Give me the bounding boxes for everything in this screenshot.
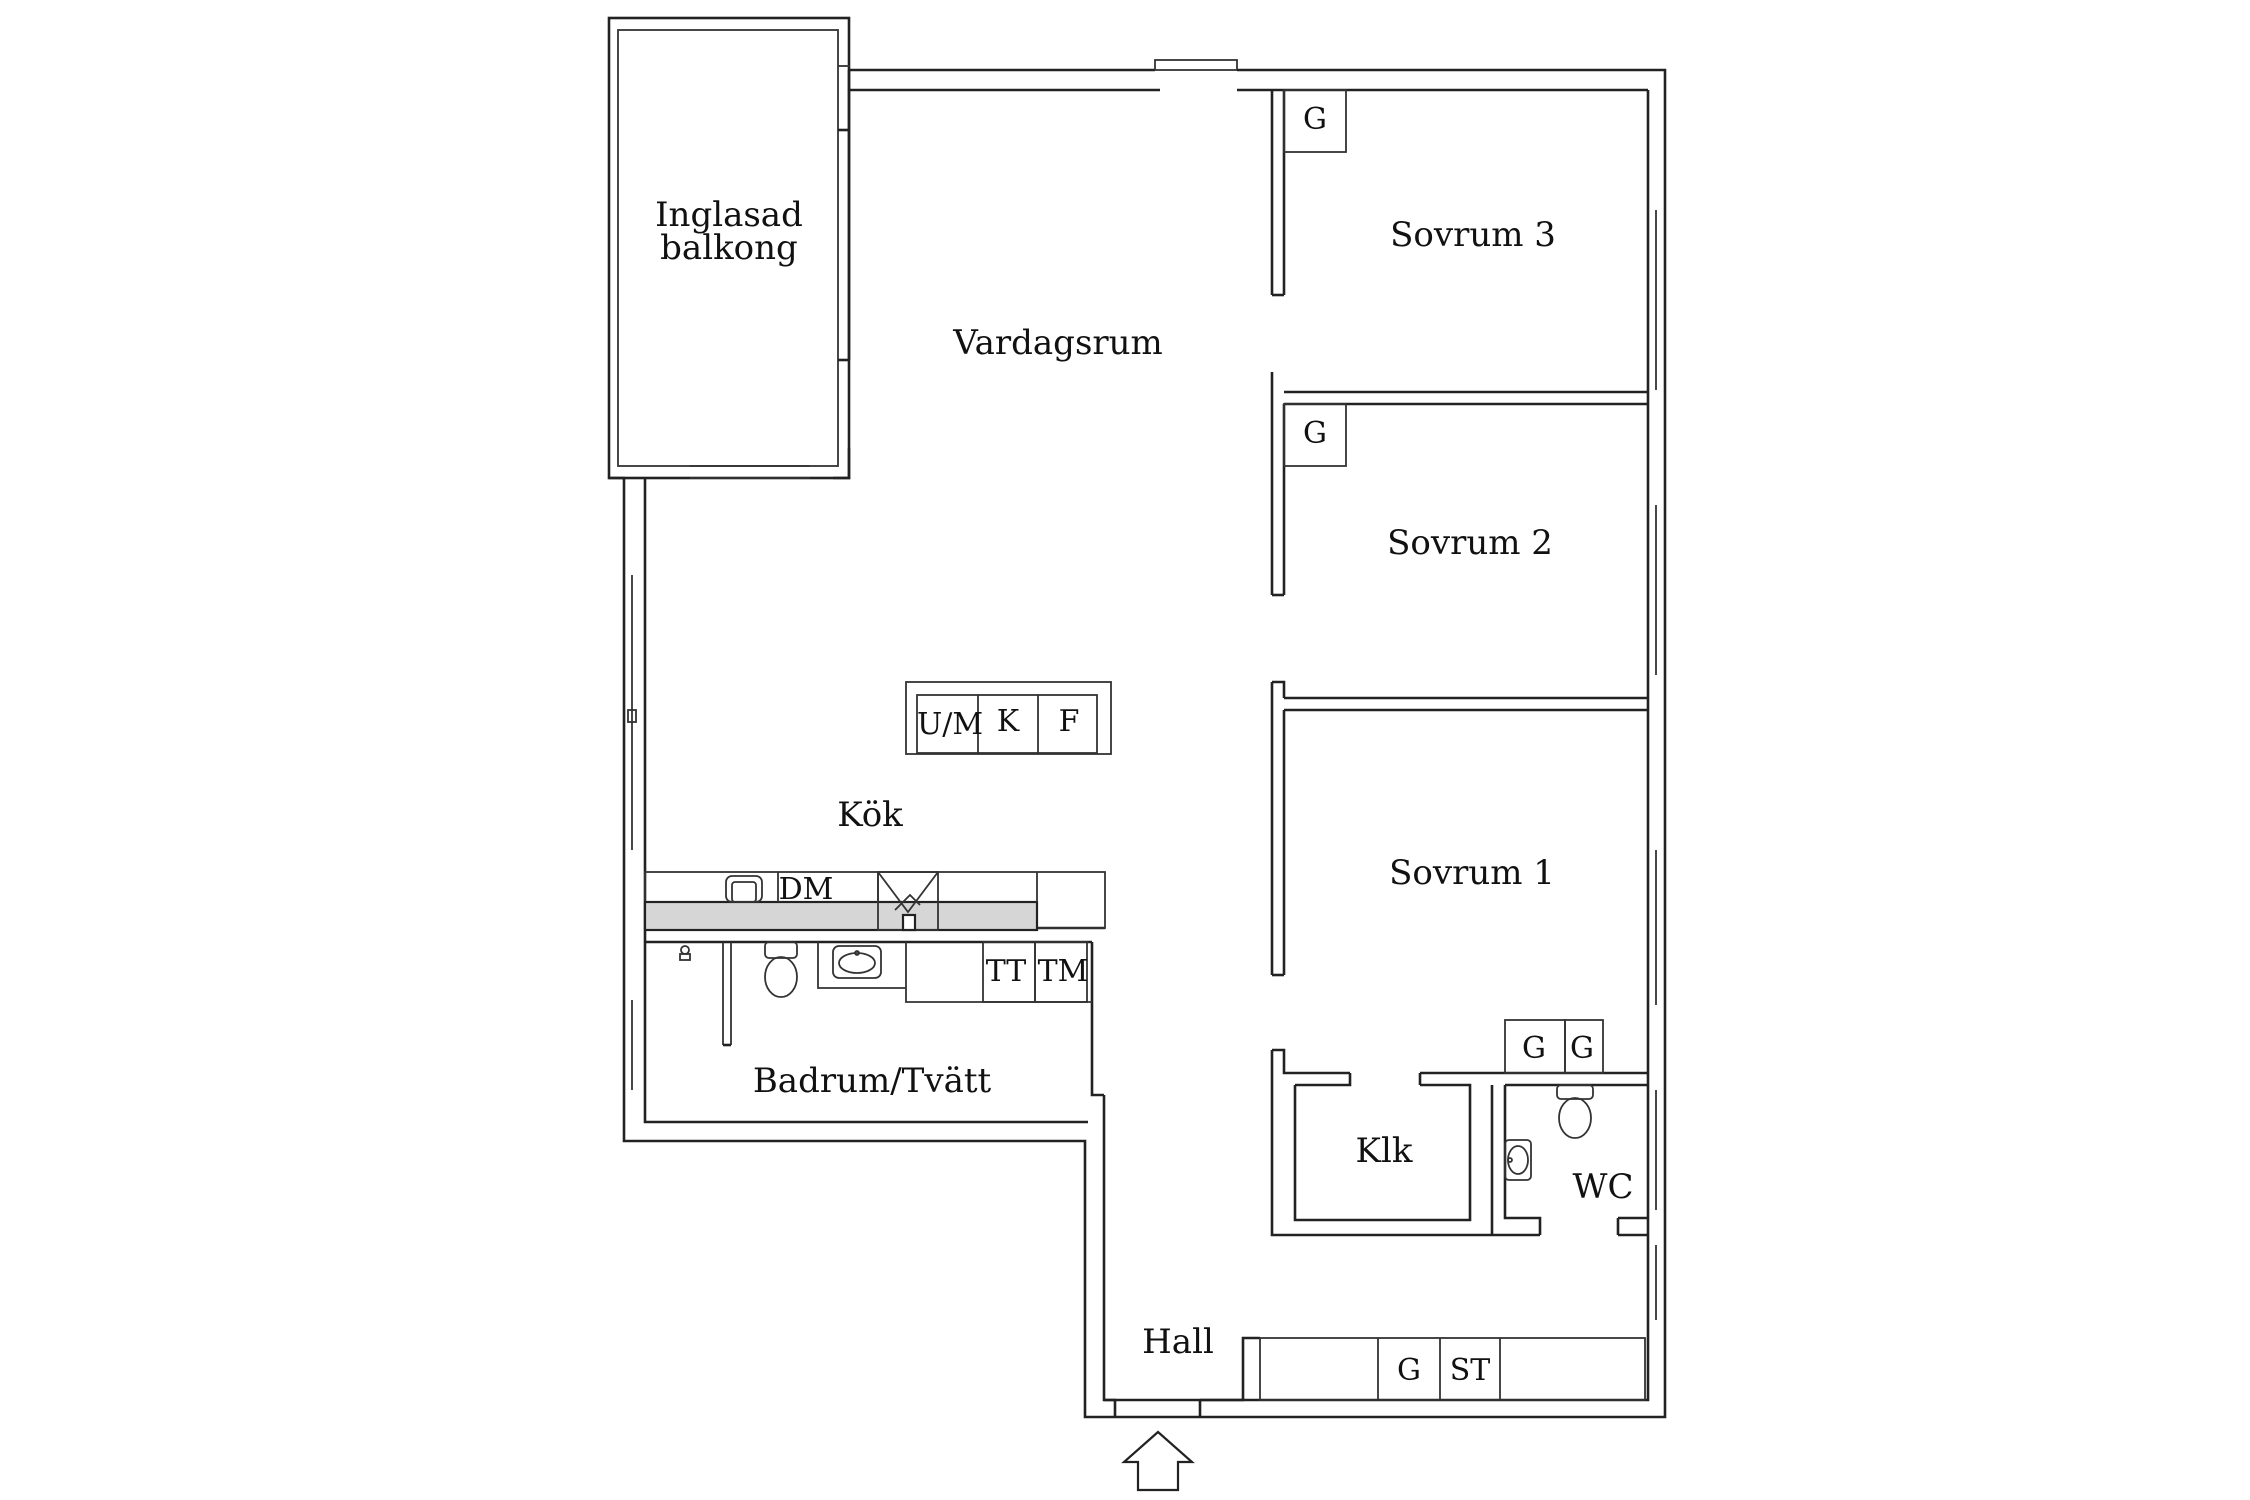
wardrobe-label-hall-2: G (1570, 1031, 1594, 1066)
wardrobe-label-hall-1: G (1522, 1031, 1546, 1066)
kitchen-label: Kök (837, 795, 903, 835)
interior-walls (645, 89, 1648, 1417)
wardrobe-label-bedroom2: G (1303, 416, 1327, 451)
entrance-arrow-icon (1121, 1430, 1195, 1492)
dishwasher-label: DM (779, 872, 834, 907)
kitchen-counter (643, 871, 1106, 932)
wardrobe-label-bedroom3: G (1303, 102, 1327, 137)
washing-machine-label: TM (1038, 954, 1089, 989)
bedroom-3-label: Sovrum 3 (1390, 215, 1556, 255)
storage-label: ST (1450, 1353, 1491, 1388)
freezer-label: F (1059, 704, 1080, 739)
closet-label: Klk (1356, 1131, 1413, 1171)
wc-label: WC (1573, 1167, 1634, 1207)
toilet-icon (1556, 1084, 1594, 1139)
balcony-label: Inglasad (655, 195, 803, 235)
bathroom-fixtures (679, 941, 1088, 1003)
hall-label: Hall (1142, 1322, 1214, 1362)
sink-icon (1504, 1139, 1532, 1181)
outer-walls (609, 59, 1667, 1419)
toilet-icon (764, 941, 798, 998)
wc-fixtures (1504, 1084, 1594, 1181)
stove-icon (877, 871, 939, 932)
fixture-labels: G G U/M K F DM TT TM G G G ST (779, 102, 1594, 1388)
fridge-label: K (997, 704, 1020, 739)
room-labels: Inglasad balkong Vardagsrum Kök Badrum/T… (655, 195, 1633, 1362)
bathroom-label: Badrum/Tvätt (753, 1061, 992, 1101)
sink-icon (725, 875, 763, 903)
sink-icon (832, 945, 882, 979)
balcony-label-line2: balkong (660, 228, 798, 268)
kitchen-island (905, 681, 1112, 755)
wardrobe-label-entry: G (1397, 1353, 1421, 1388)
microwave-oven-label: U/M (917, 707, 983, 742)
bedroom-2-label: Sovrum 2 (1387, 523, 1553, 563)
living-room-label: Vardagsrum (952, 323, 1163, 363)
tumble-dryer-label: TT (986, 954, 1027, 989)
bedroom-1-label: Sovrum 1 (1389, 853, 1555, 893)
shower-icon (679, 945, 691, 961)
